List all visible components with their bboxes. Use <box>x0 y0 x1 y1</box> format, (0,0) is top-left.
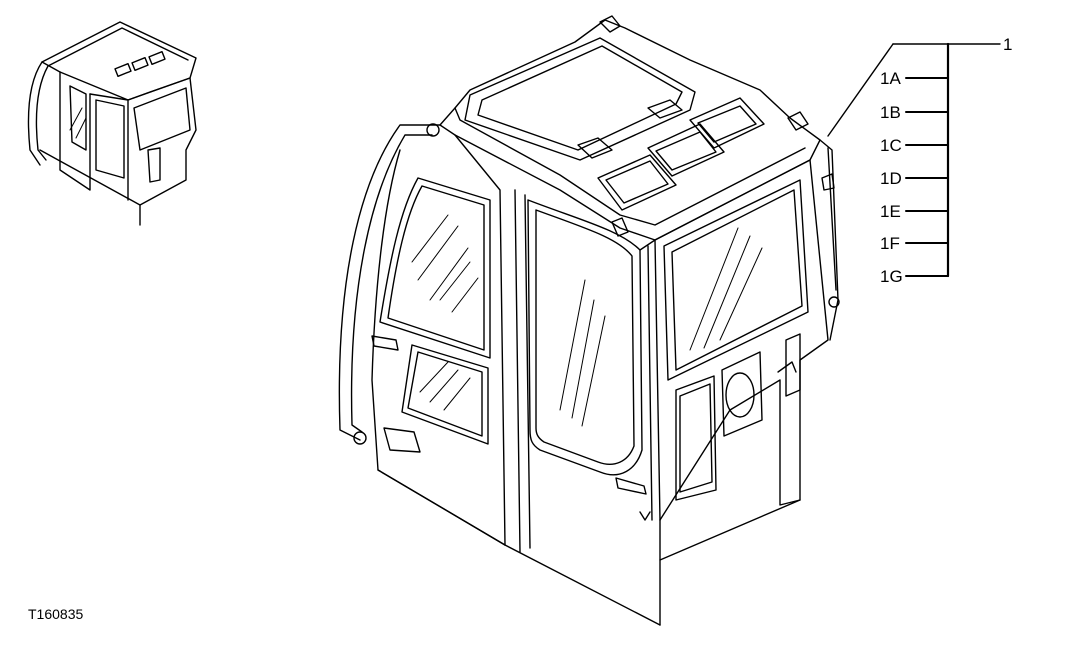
thumbnail-cab <box>27 21 197 226</box>
callout-1c: 1C <box>880 136 902 155</box>
callout-bracket <box>827 42 1001 278</box>
callout-1b: 1B <box>880 103 901 122</box>
callout-1d: 1D <box>880 169 902 188</box>
callout-1a: 1A <box>880 69 901 88</box>
main-cab <box>338 15 840 626</box>
callout-1f: 1F <box>880 234 900 253</box>
figure-id: T160835 <box>28 606 84 622</box>
glass-hatching <box>69 107 763 427</box>
callout-1: 1 <box>1003 35 1013 54</box>
callout-1g: 1G <box>880 267 903 286</box>
callout-1e: 1E <box>880 202 901 221</box>
